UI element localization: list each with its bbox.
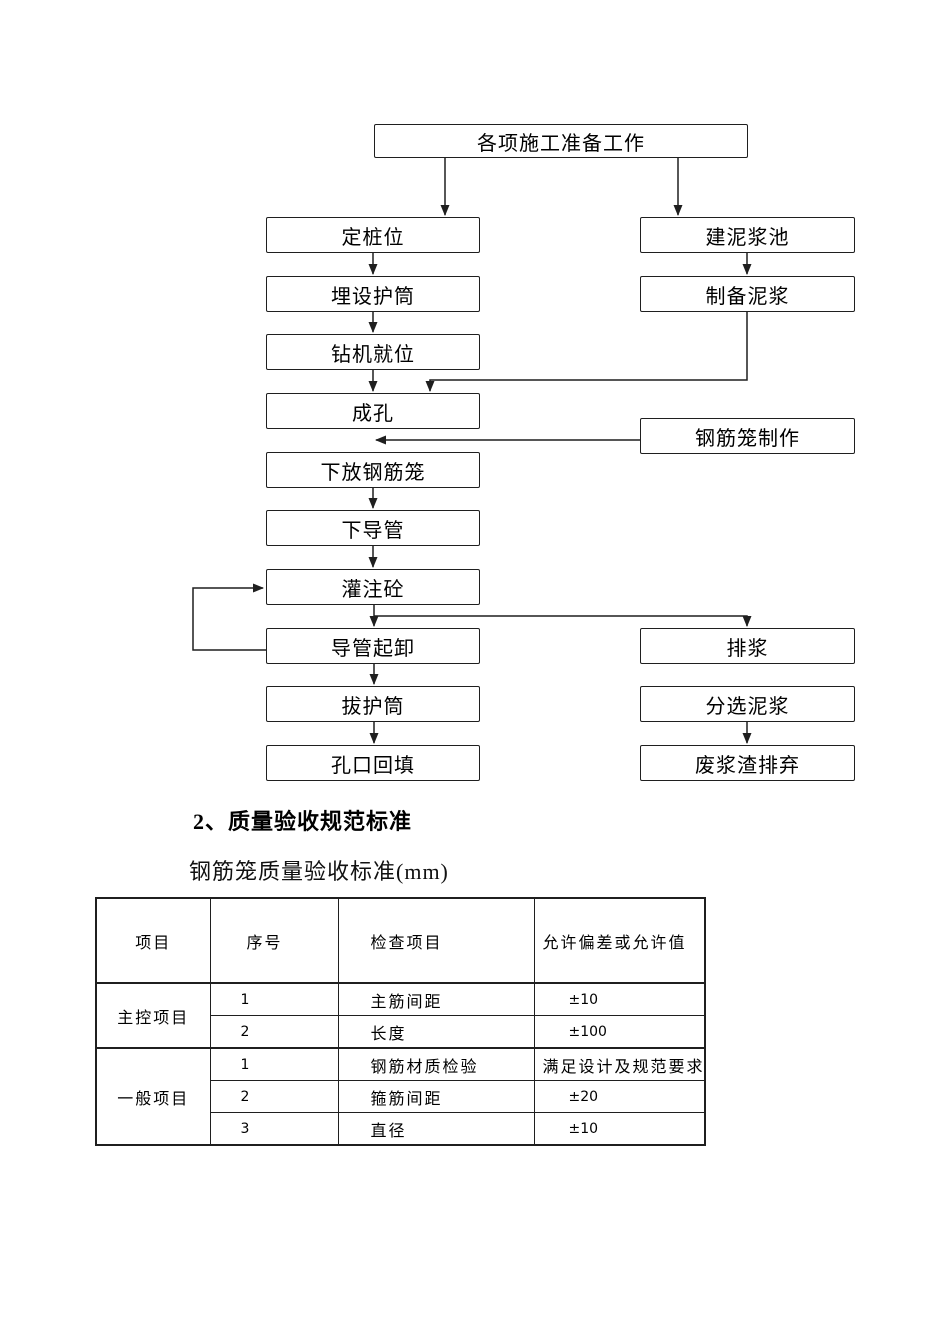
flow-box-cage-fabrication: 钢筋笼制作	[640, 418, 855, 454]
flow-box-sort-slurry: 分选泥浆	[640, 686, 855, 722]
flow-box-lower-tremie: 下导管	[266, 510, 480, 546]
flow-box-lower-cage: 下放钢筋笼	[266, 452, 480, 488]
section-heading: 2、质量验收规范标准	[193, 809, 413, 834]
flow-box-preparation: 各项施工准备工作	[374, 124, 748, 158]
flow-box-build-mud-pool: 建泥浆池	[640, 217, 855, 253]
cell-category-general: 一般项目	[95, 1047, 211, 1146]
cell-tolerance: ±10	[533, 982, 706, 1016]
flow-box-bury-casing: 埋设护筒	[266, 276, 480, 312]
cell-check-item: 箍筋间距	[337, 1080, 535, 1113]
arrow-mudprep-to-hole	[425, 312, 748, 392]
flow-box-drill-in-place: 钻机就位	[266, 334, 480, 370]
flow-box-form-hole: 成孔	[266, 393, 480, 429]
cell-tolerance: ±100	[533, 1015, 706, 1049]
header-category: 项目	[95, 897, 211, 984]
flow-box-locate-pile: 定桩位	[266, 217, 480, 253]
table-header-row: 项目 序号 检查项目 允许偏差或允许值	[95, 897, 706, 984]
cell-check-item: 长度	[337, 1015, 535, 1049]
flow-box-pull-casing: 拔护筒	[266, 686, 480, 722]
cell-serial: 2	[209, 1080, 339, 1113]
table-row: 主控项目 1 主筋间距 ±10	[95, 982, 706, 1049]
cell-tolerance: ±10	[533, 1112, 706, 1146]
cell-check-item: 钢筋材质检验	[337, 1047, 535, 1081]
table-row: 一般项目 1 钢筋材质检验 满足设计及规范要求	[95, 1047, 706, 1146]
cell-serial: 1	[209, 982, 339, 1016]
cell-serial: 3	[209, 1112, 339, 1146]
cell-check-item: 直径	[337, 1112, 535, 1146]
cell-category-main: 主控项目	[95, 982, 211, 1049]
flow-box-backfill: 孔口回填	[266, 745, 480, 781]
cell-serial: 2	[209, 1015, 339, 1049]
flow-box-pour-concrete: 灌注砼	[266, 569, 480, 605]
header-check-item: 检查项目	[337, 897, 535, 984]
cell-serial: 1	[209, 1047, 339, 1081]
table-row: 2 长度 ±100	[96, 1015, 706, 1049]
header-tolerance: 允许偏差或允许值	[533, 897, 706, 984]
flow-box-waste-disposal: 废浆渣排弃	[640, 745, 855, 781]
table-caption: 钢筋笼质量验收标准(mm)	[189, 859, 449, 884]
flow-box-lift-tremie: 导管起卸	[266, 628, 480, 664]
flow-box-discharge-slurry: 排浆	[640, 628, 855, 664]
arrow-lift-loop-to-pour	[192, 583, 266, 651]
flow-box-prepare-mud: 制备泥浆	[640, 276, 855, 312]
cell-tolerance: 满足设计及规范要求	[533, 1047, 706, 1081]
cell-tolerance: ±20	[533, 1080, 706, 1113]
cell-check-item: 主筋间距	[337, 982, 535, 1016]
table-row: 3 直径 ±10	[96, 1112, 706, 1146]
table-row: 2 箍筋间距 ±20	[96, 1080, 706, 1113]
arrow-pour-to-slurry	[374, 615, 752, 627]
quality-acceptance-table: 项目 序号 检查项目 允许偏差或允许值 主控项目 1 主筋间距 ±10 2 长度…	[95, 897, 706, 1146]
header-serial: 序号	[209, 897, 339, 984]
